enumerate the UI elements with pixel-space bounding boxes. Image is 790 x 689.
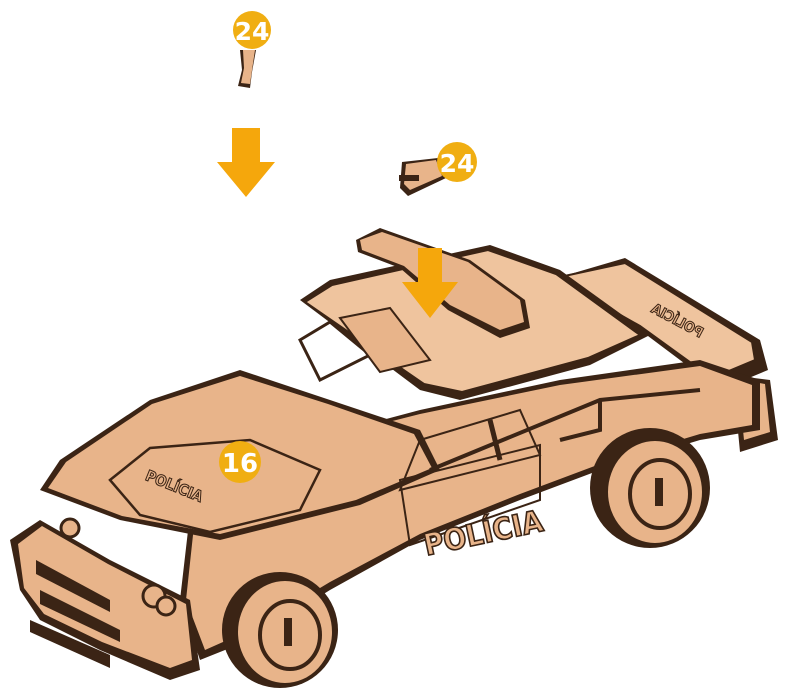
- badge-16-hood-label: 16: [222, 449, 258, 479]
- arrow-down-icon: [402, 248, 458, 318]
- front-wheel: [222, 572, 338, 688]
- part-24-connector: [399, 158, 446, 196]
- arrow-down-icon: [217, 128, 275, 197]
- badge-24-top-label: 24: [235, 17, 270, 46]
- rear-wheel: [590, 428, 710, 548]
- badge-24-roof-label: 24: [440, 149, 475, 178]
- part-24-peg: [238, 50, 256, 88]
- police-car-model: POLÍCIA POLÍCIA POLÍCIA: [10, 228, 778, 688]
- badge-16-hood: 16: [219, 441, 261, 483]
- badge-24-top: 24: [233, 11, 271, 49]
- badge-24-roof: 24: [437, 142, 477, 182]
